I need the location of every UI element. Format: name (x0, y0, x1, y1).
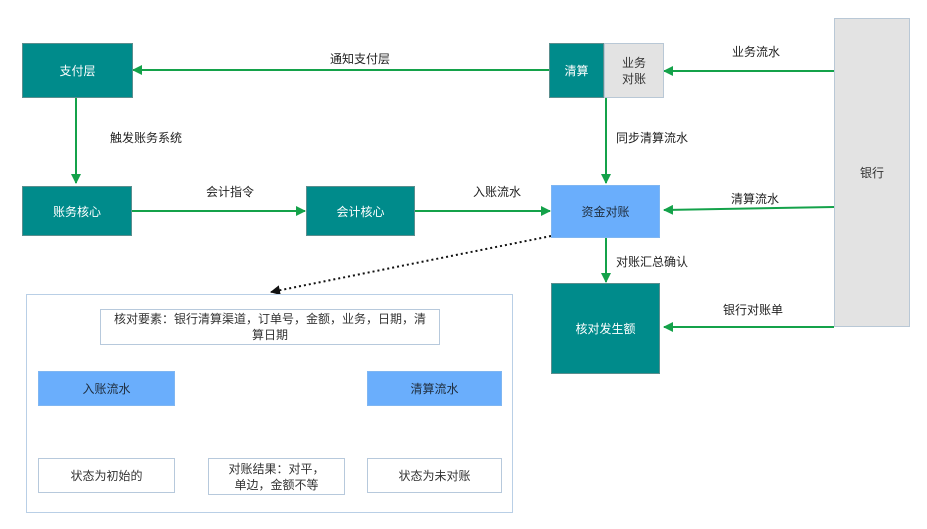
edge-label-clearing-flow: 清算流水 (731, 192, 780, 206)
recon-result-box: 对账结果：对平，单边，金额不等 (208, 458, 345, 495)
node-accounting-core: 会计核心 (306, 186, 415, 236)
node-clearing-label: 清算 (564, 64, 589, 78)
status-initial-box: 状态为初始的 (38, 458, 175, 493)
edge-label-posting-flow: 入账流水 (473, 185, 522, 199)
edge-label-recon-summary: 对账汇总确认 (616, 255, 689, 269)
recon-result-text: 对账结果：对平，单边，金额不等 (228, 461, 325, 492)
edge-label-sync-clearing: 同步清算流水 (616, 131, 689, 145)
check-elements-box: 核对要素：银行清算渠道，订单号，金额，业务，日期，清算日期 (100, 309, 440, 345)
status-unreconciled-text: 状态为未对账 (398, 469, 471, 483)
detail-clearing-flow: 清算流水 (367, 371, 502, 406)
check-elements-text: 核对要素：银行清算渠道，订单号，金额，业务，日期，清算日期 (113, 312, 426, 342)
node-bank-label: 银行 (859, 166, 884, 180)
status-initial-text: 状态为初始的 (70, 469, 143, 483)
detail-posting-flow-label: 入账流水 (82, 382, 131, 396)
edge-label-accounting-instruction: 会计指令 (206, 185, 255, 199)
edge-detail-pointer (270, 235, 552, 296)
detail-posting-flow: 入账流水 (38, 371, 175, 406)
edge-clearing-flow (663, 204, 835, 215)
node-ledger-core-label: 账务核心 (52, 204, 101, 219)
node-verify-amount: 核对发生额 (551, 283, 660, 374)
node-business-recon-label: 业务 对账 (621, 55, 646, 86)
node-fund-recon: 资金对账 (551, 185, 660, 238)
node-ledger-core: 账务核心 (22, 186, 132, 236)
edge-label-bank-statement: 银行对账单 (723, 303, 784, 317)
detail-clearing-flow-label: 清算流水 (410, 382, 459, 396)
node-clearing: 清算 (549, 43, 604, 98)
node-payment-layer-label: 支付层 (59, 64, 96, 78)
node-fund-recon-label: 资金对账 (581, 205, 630, 219)
node-business-recon: 业务 对账 (604, 43, 664, 98)
node-verify-amount-label: 核对发生额 (575, 322, 636, 336)
node-payment-layer: 支付层 (22, 43, 133, 98)
node-accounting-core-label: 会计核心 (336, 204, 385, 219)
status-unreconciled-box: 状态为未对账 (367, 458, 502, 493)
edge-label-notify-payment: 通知支付层 (330, 52, 391, 66)
node-bank: 银行 (834, 18, 910, 327)
edge-label-business-flow: 业务流水 (732, 45, 781, 59)
edge-label-trigger-ledger: 触发账务系统 (110, 131, 183, 145)
